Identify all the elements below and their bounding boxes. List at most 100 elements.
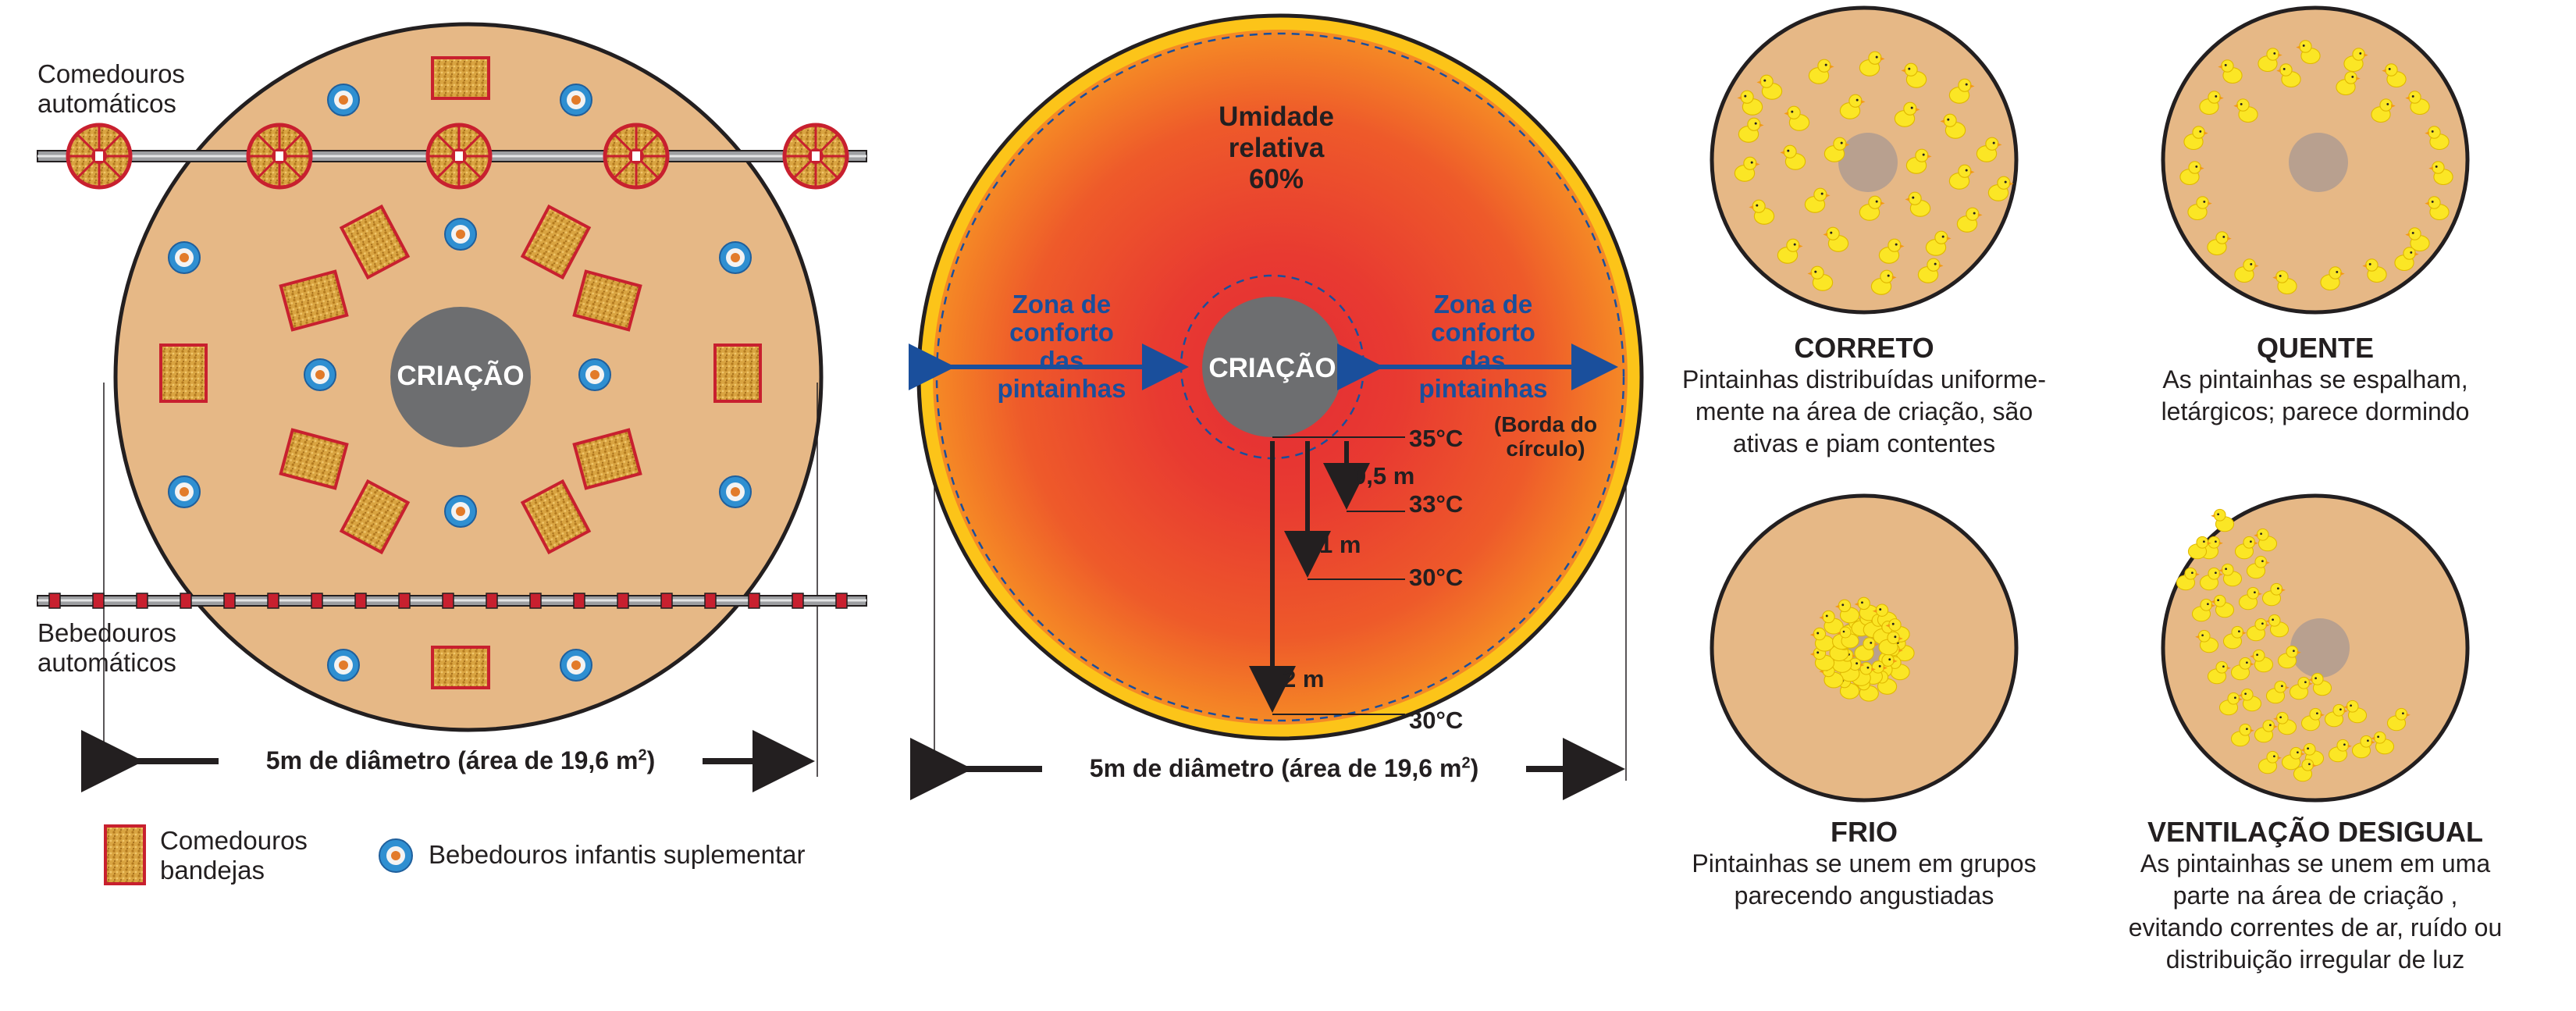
dist-2-label: 2 m — [1283, 665, 1325, 692]
chick — [2405, 91, 2430, 116]
chick — [1784, 105, 1810, 131]
chick — [1905, 148, 1932, 174]
chick-drinkers — [168, 84, 752, 682]
chick — [2246, 618, 2270, 642]
chick-drinker — [168, 241, 201, 274]
tray-feeder — [159, 344, 208, 403]
state-cold — [1710, 493, 2019, 803]
chick — [2207, 231, 2232, 256]
chick — [1819, 610, 1844, 635]
chick — [2343, 48, 2368, 73]
chick — [2394, 247, 2419, 272]
drinker-nipple — [223, 593, 236, 609]
chick-drinker — [444, 218, 477, 251]
chick — [2281, 746, 2305, 771]
chick — [1837, 626, 1859, 649]
tray-feeder — [520, 204, 592, 280]
chick — [2230, 723, 2254, 747]
chick — [1738, 117, 1764, 143]
chick — [2234, 536, 2258, 560]
chick — [1976, 137, 2002, 162]
chick — [1859, 51, 1885, 77]
diameter-label-text: 5m de diâmetro (área de 19,6 m — [265, 746, 639, 774]
chick — [1737, 90, 1763, 116]
chick — [2187, 196, 2212, 221]
tray-feeder — [572, 269, 642, 332]
chick — [1823, 226, 1849, 252]
chick — [2272, 270, 2297, 295]
chick — [2183, 126, 2208, 151]
tray-feeder — [339, 204, 411, 280]
drinker-nipple — [529, 593, 542, 609]
drinker-nipple — [136, 593, 148, 609]
state-correct-title: CORRETO — [1794, 332, 1934, 364]
state-hot-title: QUENTE — [2256, 332, 2374, 364]
temp-30b-label: 30°C — [1409, 707, 1464, 734]
diameter-label-2-close: ) — [1470, 754, 1479, 782]
chick-drinker — [444, 495, 477, 528]
chick — [1894, 101, 1920, 127]
drinker-nipple — [311, 593, 323, 609]
chick — [1956, 207, 1983, 233]
temp-30a-label: 30°C — [1409, 564, 1464, 591]
chick — [2199, 567, 2223, 591]
chick — [2191, 598, 2215, 622]
tray-feeder — [572, 428, 642, 490]
drinker-nipple — [748, 593, 760, 609]
chick — [2336, 71, 2361, 96]
state-hot — [2161, 5, 2470, 315]
chick — [2258, 750, 2282, 774]
chick — [2207, 660, 2231, 685]
chick — [1901, 62, 1927, 88]
circle-edge-dashed — [935, 32, 1625, 722]
diameter-label: 5m de diâmetro (área de 19,6 m2) — [234, 746, 687, 775]
chick — [1878, 238, 1905, 264]
temperature-lines — [1249, 436, 1405, 715]
drinker-nipple — [180, 593, 192, 609]
diameter-label-sup: 2 — [638, 746, 647, 764]
chick-drinker — [304, 358, 336, 391]
automatic-drinkers — [48, 593, 848, 609]
state-correct — [1710, 5, 2019, 315]
chick — [1878, 631, 1903, 656]
chick — [2320, 266, 2345, 291]
chick — [2261, 582, 2286, 607]
drinker-nipple — [486, 593, 498, 609]
chick — [2179, 161, 2204, 186]
chick — [1948, 164, 1975, 190]
feeders-auto-label: Comedouros automáticos — [37, 59, 185, 118]
chick — [1940, 113, 1966, 139]
auto-feeder-pan — [782, 123, 849, 190]
chick — [1734, 156, 1760, 182]
chick — [2234, 258, 2259, 283]
chick — [1809, 627, 1835, 652]
chick — [2371, 98, 2396, 123]
drinker-nipple — [792, 593, 804, 609]
chick — [1870, 269, 1897, 295]
state-cold-desc: Pintainhas se unem em grupos parecendo a… — [1692, 849, 2037, 910]
chick — [2187, 536, 2211, 560]
chick — [2238, 586, 2262, 611]
chick — [2371, 731, 2395, 755]
chick — [2273, 711, 2297, 735]
chick — [2211, 594, 2235, 618]
chick — [2199, 91, 2224, 116]
chick-drinker — [327, 649, 360, 682]
chick-drinker — [560, 649, 592, 682]
chick — [1749, 199, 1775, 225]
legend-chick-drinker-icon — [379, 838, 413, 873]
chick — [1834, 599, 1860, 624]
legend-chick-drinkers-label: Bebedouros infantis suplementar — [429, 840, 806, 869]
chick — [2343, 700, 2368, 724]
chick — [1807, 265, 1834, 291]
tray-feeder — [431, 646, 490, 689]
heater-2-label: CRIAÇÃO — [1208, 353, 1336, 383]
automatic-feeders — [66, 123, 849, 190]
chick — [2386, 707, 2411, 732]
chick — [2351, 735, 2375, 759]
chick — [1823, 137, 1850, 162]
tray-feeder — [431, 56, 490, 100]
drinker-nipple — [398, 593, 411, 609]
chick — [1854, 637, 1879, 662]
tray-feeder — [713, 344, 762, 403]
